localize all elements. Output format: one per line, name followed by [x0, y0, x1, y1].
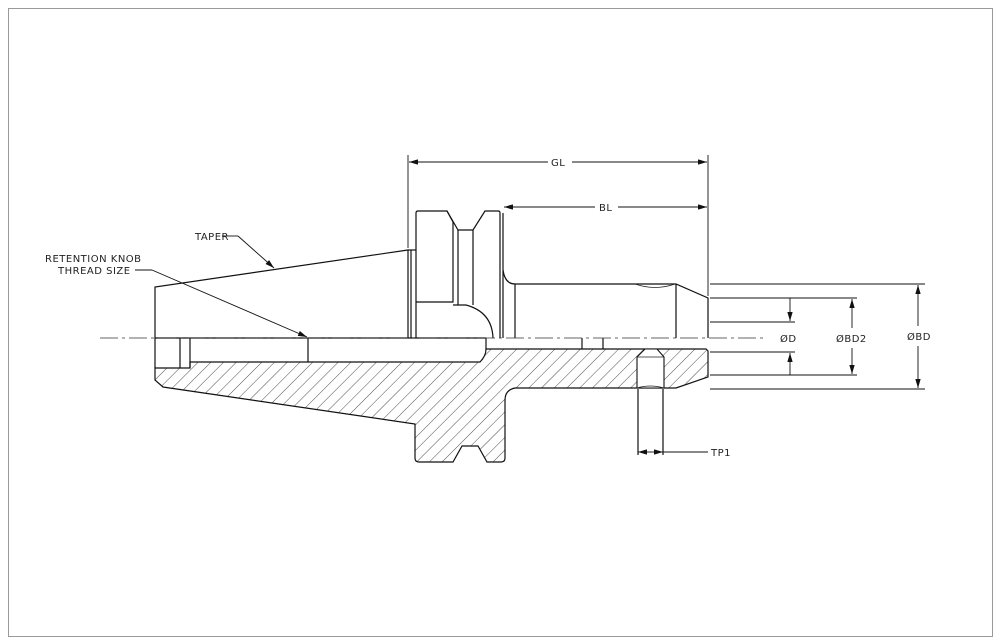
- d-label: ØD: [780, 333, 797, 345]
- dimensions: [135, 155, 925, 455]
- section-hatch: [154, 348, 709, 463]
- set-screw: [637, 389, 664, 455]
- drawing-border: [8, 8, 993, 637]
- tp-hole: [636, 348, 665, 389]
- retention-knob-label: RETENTION KNOB: [45, 254, 142, 265]
- bl-label: BL: [599, 203, 612, 214]
- upper-outline: [154, 210, 709, 368]
- tp1-label: TP1: [710, 448, 731, 459]
- gl-label: GL: [551, 158, 565, 169]
- taper-label: TAPER: [194, 232, 229, 243]
- bd-label: ØBD: [907, 331, 931, 343]
- bd2-label: ØBD2: [836, 333, 867, 345]
- thread-size-label: THREAD SIZE: [57, 266, 131, 277]
